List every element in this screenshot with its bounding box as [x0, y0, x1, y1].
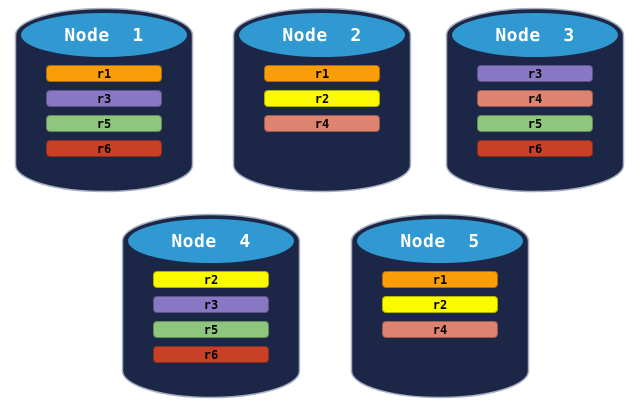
replica-bar-r1: r1	[46, 65, 162, 82]
replica-bar-r5: r5	[46, 115, 162, 132]
replica-list: r2 r3 r5 r6	[153, 271, 269, 363]
cylinder-cap-shape	[452, 13, 618, 57]
replica-list: r1 r2 r4	[264, 65, 380, 132]
replica-bar-r3: r3	[46, 90, 162, 107]
replica-bar-r6: r6	[153, 346, 269, 363]
db-node: Node 3 r3 r4 r5 r6	[445, 7, 625, 193]
replica-bar-r4: r4	[477, 90, 593, 107]
replica-list: r3 r4 r5 r6	[477, 65, 593, 157]
node-title: Node 2	[282, 24, 362, 46]
replica-bar-r6: r6	[477, 140, 593, 157]
replica-bar-r4: r4	[382, 321, 498, 338]
db-node: Node 5 r1 r2 r4	[350, 213, 530, 399]
node-title: Node 4	[171, 230, 251, 252]
replica-bar-r5: r5	[153, 321, 269, 338]
replica-bar-r2: r2	[264, 90, 380, 107]
cylinder-cap-shape	[128, 219, 294, 263]
replica-bar-r1: r1	[382, 271, 498, 288]
replica-bar-r2: r2	[382, 296, 498, 313]
node-title: Node 1	[64, 24, 144, 46]
cylinder-cap-shape	[21, 13, 187, 57]
replica-bar-r3: r3	[477, 65, 593, 82]
node-title: Node 5	[400, 230, 480, 252]
db-node: Node 1 r1 r3 r5 r6	[14, 7, 194, 193]
replica-list: r1 r2 r4	[382, 271, 498, 338]
replica-bar-r6: r6	[46, 140, 162, 157]
replica-bar-r4: r4	[264, 115, 380, 132]
replica-bar-r2: r2	[153, 271, 269, 288]
replica-list: r1 r3 r5 r6	[46, 65, 162, 157]
replica-bar-r1: r1	[264, 65, 380, 82]
cylinder-cap-shape	[357, 219, 523, 263]
db-node: Node 4 r2 r3 r5 r6	[121, 213, 301, 399]
node-title: Node 3	[495, 24, 575, 46]
cylinder-cap-shape	[239, 13, 405, 57]
replica-bar-r5: r5	[477, 115, 593, 132]
db-node: Node 2 r1 r2 r4	[232, 7, 412, 193]
replica-bar-r3: r3	[153, 296, 269, 313]
